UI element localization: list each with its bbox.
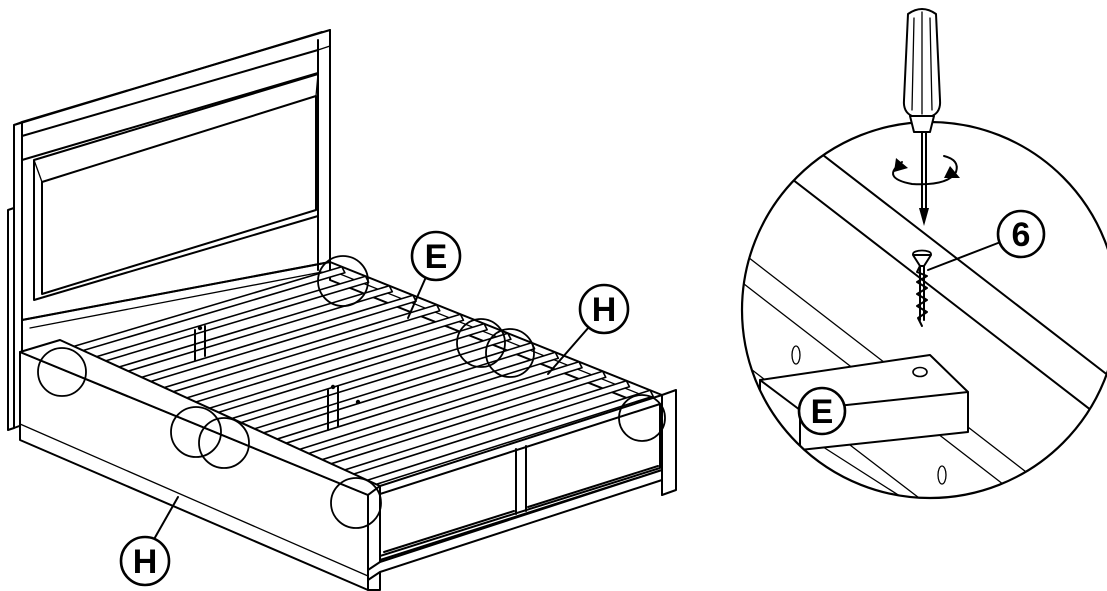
center-support [194, 325, 361, 431]
callout-side-rail-right: H [547, 283, 630, 375]
rotation-arrow-icon [892, 155, 960, 186]
svg-text:6: 6 [1012, 216, 1031, 254]
callout-screw: 6 [927, 209, 1046, 271]
callout-side-rail-front: H [119, 496, 179, 587]
detail-view: 6 E [740, 8, 1107, 500]
screw-icon [912, 249, 932, 327]
attachment-point-rings [37, 255, 666, 529]
headboard [7, 29, 331, 431]
svg-text:E: E [425, 238, 448, 276]
callout-detail-slat: E [797, 386, 847, 436]
slat-group [70, 265, 654, 492]
svg-text:E: E [811, 393, 834, 431]
screwdriver-icon [902, 8, 942, 226]
svg-text:H: H [592, 291, 617, 329]
footboard [367, 389, 677, 591]
svg-text:H: H [133, 543, 158, 581]
callout-slat-top: E [407, 230, 462, 319]
